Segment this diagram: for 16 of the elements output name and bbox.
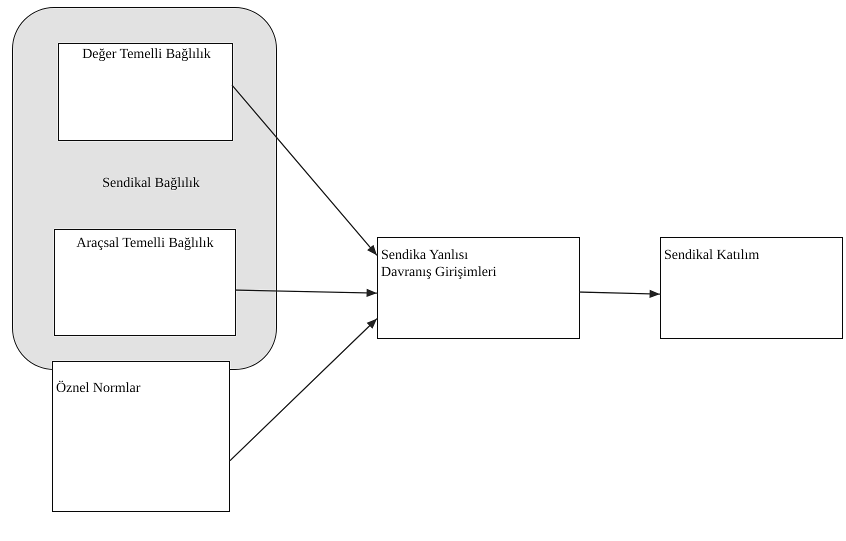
arrow <box>232 84 378 256</box>
box-label: Sendika Yanlısı Davranış Girişimleri <box>381 247 498 281</box>
process-box <box>52 361 230 512</box>
box-label: Araçsal Temelli Bağlılık <box>75 235 215 252</box>
arrow <box>234 288 378 298</box>
box-label: Öznel Normlar <box>56 380 142 397</box>
process-box <box>58 43 233 141</box>
box-label: Değer Temelli Bağlılık <box>81 46 212 63</box>
process-box <box>54 229 236 336</box>
arrow <box>580 290 660 298</box>
box-label: Sendikal Katılım <box>664 247 760 264</box>
group-label: Sendikal Bağlılık <box>101 175 201 192</box>
group-box <box>12 7 277 370</box>
arrow <box>230 318 378 462</box>
process-box <box>660 237 843 339</box>
process-box <box>377 237 580 339</box>
